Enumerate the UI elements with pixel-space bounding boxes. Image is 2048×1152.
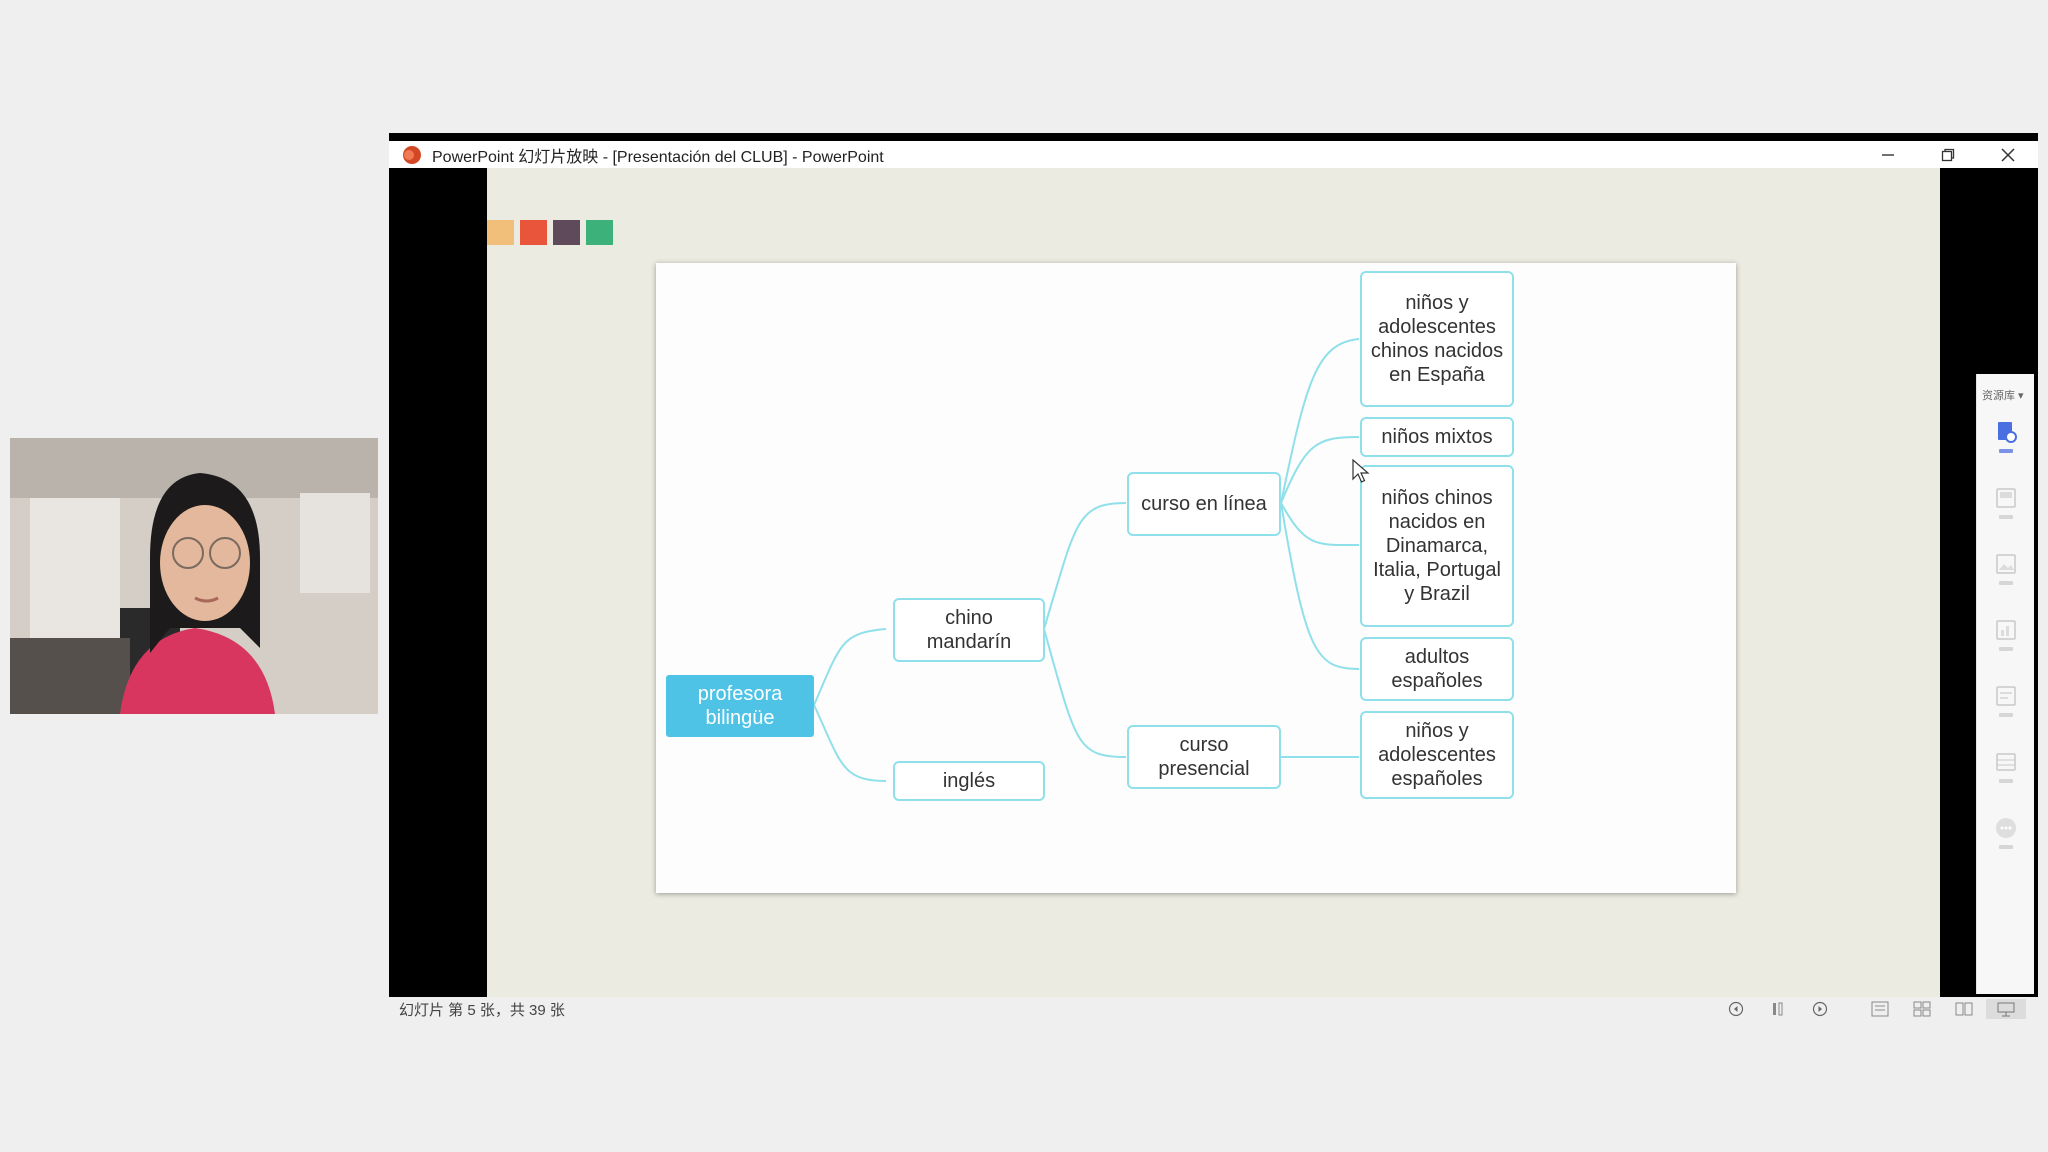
side-item-label: [1999, 712, 2013, 717]
restore-icon: [1941, 148, 1955, 161]
side-item-layout[interactable]: [1977, 469, 2035, 535]
swatch: [586, 220, 613, 245]
title-bar[interactable]: PowerPoint 幻灯片放映 - [Presentación del CLU…: [389, 141, 2038, 168]
window-title: PowerPoint 幻灯片放映 - [Presentación del CLU…: [432, 148, 884, 166]
powerpoint-app-icon: [402, 145, 422, 165]
prev-icon: [1728, 1001, 1744, 1017]
slideshow-view-button[interactable]: [1986, 999, 2026, 1019]
template-icon: [1996, 685, 2016, 706]
side-item-label: [1999, 448, 2013, 453]
connector: [813, 628, 887, 706]
connector: [1280, 338, 1360, 504]
connector: [1043, 628, 1127, 758]
connector: [1280, 436, 1360, 504]
powerpoint-window: PowerPoint 幻灯片放映 - [Presentación del CLU…: [389, 133, 2038, 1021]
mindmap-node-ninos-mixtos: niños mixtos: [1360, 417, 1514, 457]
slide-counter: 幻灯片 第 5 张，共 39 张: [399, 1001, 565, 1019]
connector: [1043, 502, 1127, 630]
mindmap-node-curso-presencial: curso presencial: [1127, 725, 1281, 789]
pause-icon: [1773, 1002, 1783, 1016]
connector: [1280, 502, 1360, 670]
mindmap-node-ninos-espanoles: niños y adolescentes españoles: [1360, 711, 1514, 799]
normal-view-icon: [1871, 1001, 1889, 1017]
swatch: [487, 220, 514, 245]
mindmap-node-ingles: inglés: [893, 761, 1045, 801]
close-button[interactable]: [1978, 141, 2038, 168]
mindmap-node-adultos-espanoles: adultos españoles: [1360, 637, 1514, 701]
minimize-button[interactable]: [1858, 141, 1918, 168]
layout-icon: [1996, 487, 2016, 508]
mindmap-node-curso-en-linea: curso en línea: [1127, 472, 1281, 536]
resource-side-panel: 资源库 ▾: [1976, 374, 2034, 994]
more-icon: [1996, 817, 2016, 838]
reading-view-icon: [1955, 1002, 1973, 1016]
status-controls: [1714, 999, 2026, 1019]
document-icon: [1998, 421, 2017, 443]
slideshow-icon: [1997, 1002, 2015, 1017]
slideshow-letterbox-left: [389, 168, 487, 997]
mindmap-root-node: profesora bilingüe: [666, 675, 814, 737]
connector: [813, 704, 887, 782]
side-item-label: [1999, 844, 2013, 849]
reading-view-button[interactable]: [1944, 999, 1984, 1019]
side-item-more[interactable]: [1977, 799, 2035, 865]
mouse-cursor-icon: [1352, 459, 1370, 483]
sorter-view-button[interactable]: [1902, 999, 1942, 1019]
mindmap-node-ninos-chinos-otros: niños chinos nacidos en Dinamarca, Itali…: [1360, 465, 1514, 627]
mindmap-node-chino-mandarin: chino mandarín: [893, 598, 1045, 662]
swatch: [553, 220, 580, 245]
prev-slide-button[interactable]: [1716, 999, 1756, 1019]
swatch: [520, 220, 547, 245]
side-item-label: [1999, 580, 2013, 585]
table-icon: [1996, 752, 2016, 771]
next-slide-button[interactable]: [1800, 999, 1840, 1019]
sorter-view-icon: [1913, 1001, 1931, 1017]
mindmap-connectors: [813, 338, 1360, 782]
restore-button[interactable]: [1918, 141, 1978, 168]
slide[interactable]: profesora bilingüe chino mandarín inglés…: [487, 168, 1940, 997]
side-item-label: [1999, 646, 2013, 651]
window-controls: [1858, 141, 2038, 168]
side-item-label: [1999, 778, 2013, 783]
minimize-icon: [1882, 153, 1894, 156]
webcam-video: [10, 438, 378, 714]
side-item-chart[interactable]: [1977, 601, 2035, 667]
side-item-label: [1999, 514, 2013, 519]
window-top-border: [389, 133, 2038, 141]
mindmap-node-ninos-chinos-espana: niños y adolescentes chinos nacidos en E…: [1360, 271, 1514, 407]
side-item-template[interactable]: [1977, 667, 2035, 733]
status-bar: 幻灯片 第 5 张，共 39 张: [389, 997, 2038, 1021]
close-icon: [2001, 147, 2015, 162]
image-icon: [1996, 553, 2016, 574]
side-item-image[interactable]: [1977, 535, 2035, 601]
chart-icon: [1996, 619, 2016, 640]
connector: [1280, 502, 1360, 547]
side-panel-header[interactable]: 资源库 ▾: [1982, 390, 2024, 402]
mindmap-card: profesora bilingüe chino mandarín inglés…: [656, 263, 1736, 893]
side-item-document[interactable]: [1977, 403, 2035, 469]
color-swatches: [487, 220, 619, 245]
next-icon: [1812, 1001, 1828, 1017]
normal-view-button[interactable]: [1860, 999, 1900, 1019]
side-item-table[interactable]: [1977, 733, 2035, 799]
pause-button[interactable]: [1758, 999, 1798, 1019]
